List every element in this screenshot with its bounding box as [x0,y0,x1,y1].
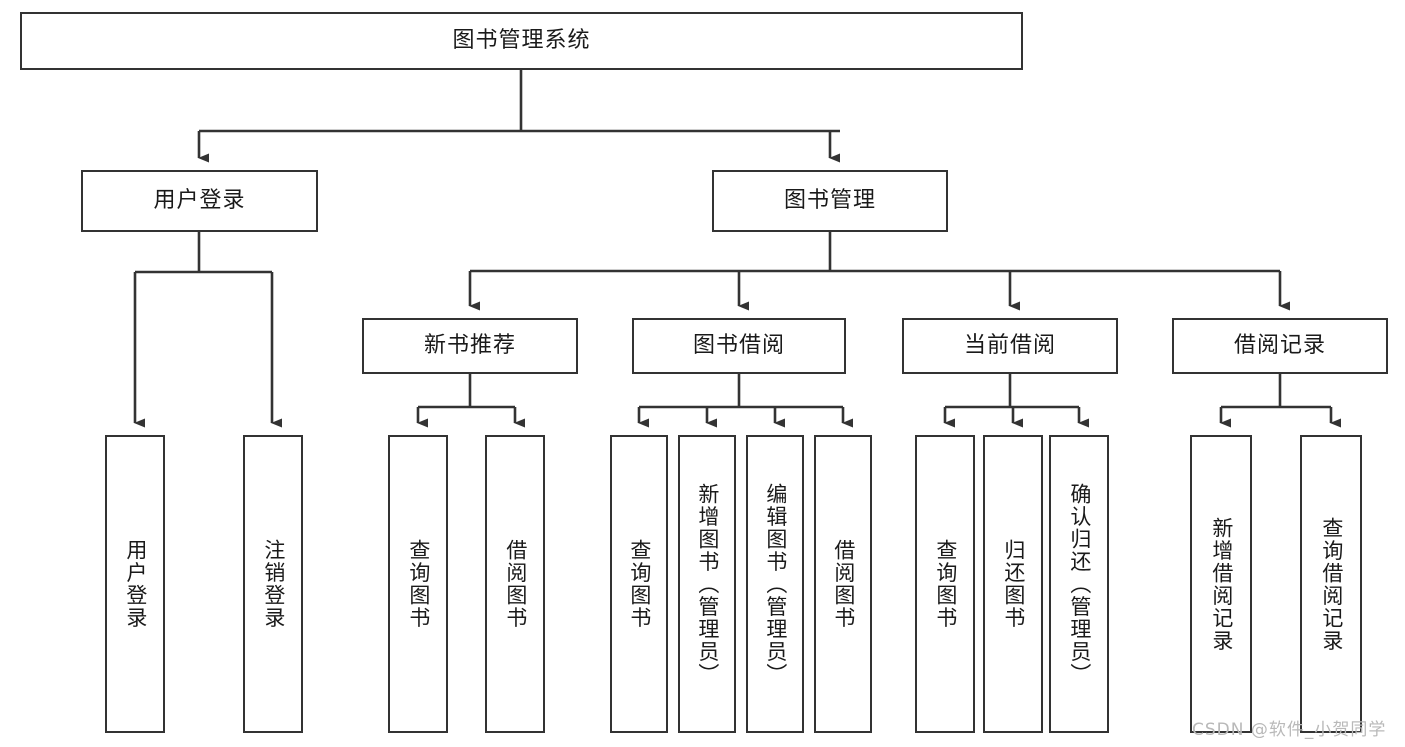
node-system-title[interactable]: 图书管理系统 [20,12,1023,70]
node-leaf-query-book-borrow[interactable]: 查询图书 [610,435,668,733]
node-leaf-edit-book-admin[interactable]: 编辑图书（管理员） [746,435,804,733]
csdn-watermark: CSDN @软件_小贺同学 [1192,720,1387,740]
leaf-label: 归还图书 [1001,539,1026,629]
leaf-label: 查询图书 [406,539,431,629]
leaf-label: 查询借阅记录 [1319,516,1344,652]
node-current-borrow[interactable]: 当前借阅 [902,318,1118,374]
leaf-label: 新增借阅记录 [1209,516,1234,652]
node-leaf-add-borrow-record[interactable]: 新增借阅记录 [1190,435,1252,733]
node-user-login[interactable]: 用户登录 [81,170,318,232]
leaf-label: 注销登录 [261,539,286,629]
node-leaf-confirm-return-admin[interactable]: 确认归还（管理员） [1049,435,1109,733]
leaf-label: 编辑图书（管理员） [763,482,788,686]
node-leaf-query-borrow-record[interactable]: 查询借阅记录 [1300,435,1362,733]
leaf-label: 查询图书 [627,539,652,629]
node-book-borrow[interactable]: 图书借阅 [632,318,846,374]
leaf-label: 用户登录 [123,539,148,629]
leaf-label: 确认归还（管理员） [1067,482,1092,686]
node-leaf-return-book[interactable]: 归还图书 [983,435,1043,733]
node-book-management[interactable]: 图书管理 [712,170,948,232]
node-leaf-user-login-action[interactable]: 用户登录 [105,435,165,733]
node-new-book-recommend[interactable]: 新书推荐 [362,318,578,374]
node-leaf-query-book-recommend[interactable]: 查询图书 [388,435,448,733]
node-leaf-query-book-current[interactable]: 查询图书 [915,435,975,733]
node-leaf-borrow-book-action[interactable]: 借阅图书 [814,435,872,733]
node-leaf-add-book-admin[interactable]: 新增图书（管理员） [678,435,736,733]
leaf-label: 借阅图书 [831,539,856,629]
node-leaf-borrow-book-recommend[interactable]: 借阅图书 [485,435,545,733]
leaf-label: 查询图书 [933,539,958,629]
leaf-label: 借阅图书 [503,539,528,629]
node-leaf-logout-action[interactable]: 注销登录 [243,435,303,733]
leaf-label: 新增图书（管理员） [695,482,720,686]
node-borrow-record[interactable]: 借阅记录 [1172,318,1388,374]
